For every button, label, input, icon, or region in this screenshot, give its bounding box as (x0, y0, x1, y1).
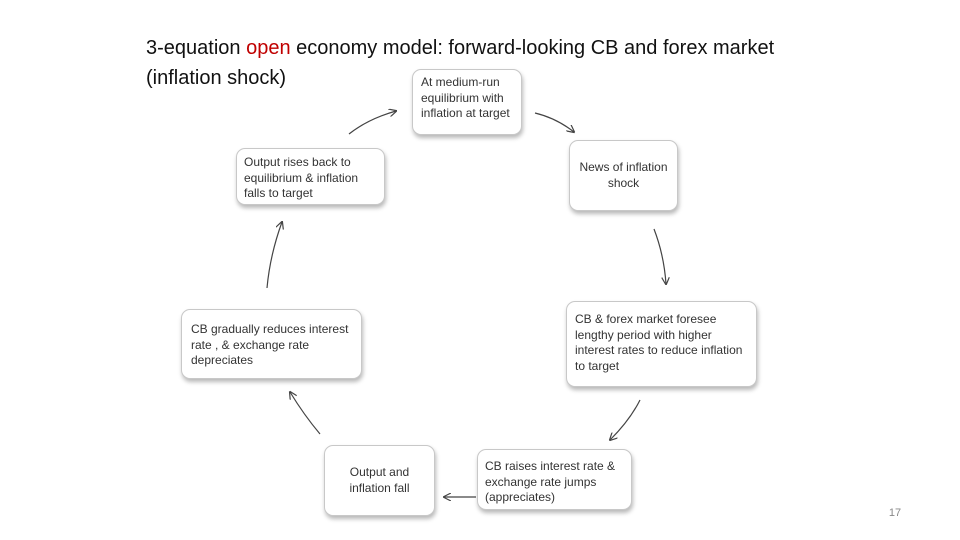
arrow-fall-to-reduces (290, 392, 321, 435)
title-highlight: open (246, 37, 291, 59)
box-foresee: CB & forex market foresee lengthy period… (566, 301, 757, 387)
box-rises-text: Output rises back to equilibrium & infla… (244, 155, 359, 200)
box-fall-text: Output and inflation fall (349, 465, 410, 495)
page-number: 17 (888, 507, 902, 519)
arrow-rises-to-equilibrium (348, 111, 396, 135)
arrow-news-to-foresee (653, 228, 666, 284)
box-raises: CB raises interest rate & exchange rate … (477, 449, 632, 510)
arrow-reduces-to-rises (266, 222, 282, 289)
box-news-text: News of inflation shock (579, 160, 668, 190)
box-fall: Output and inflation fall (324, 445, 435, 516)
box-equilibrium: At medium-run equilibrium with inflation… (412, 69, 522, 135)
arrow-equilibrium-to-news (534, 112, 574, 132)
title-suffix: economy model: forward-looking CB and fo… (146, 37, 775, 89)
box-rises: Output rises back to equilibrium & infla… (236, 148, 385, 205)
arrow-foresee-to-raises (610, 399, 641, 440)
box-reduces: CB gradually reduces interest rate , & e… (181, 309, 362, 379)
slide-title: 3-equation open economy model: forward-l… (146, 33, 846, 93)
box-equilibrium-text: At medium-run equilibrium with inflation… (421, 75, 510, 120)
box-raises-text: CB raises interest rate & exchange rate … (485, 459, 616, 504)
box-news: News of inflation shock (569, 140, 678, 211)
title-prefix: 3-equation (146, 37, 247, 59)
box-reduces-text: CB gradually reduces interest rate , & e… (191, 322, 349, 367)
box-foresee-text: CB & forex market foresee lengthy period… (575, 312, 743, 373)
